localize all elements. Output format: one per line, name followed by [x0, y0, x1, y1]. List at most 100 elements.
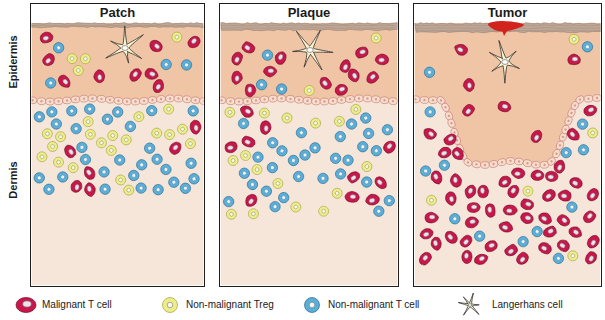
t-cell	[46, 106, 57, 117]
malignant-t-cell	[581, 209, 597, 225]
legend-label: Langerhans cell	[492, 299, 563, 311]
treg-cell	[96, 137, 107, 148]
malignant-t-cell	[498, 219, 515, 234]
treg-cell	[259, 108, 270, 119]
basal-cell	[584, 95, 593, 103]
legend-label: Non-malignant Treg	[186, 299, 274, 311]
malignant-t-cell	[364, 192, 380, 206]
basal-cell	[415, 95, 421, 103]
malignant-t-cell	[39, 31, 54, 44]
basal-cell	[71, 96, 81, 104]
stage-panel: Patch	[30, 3, 205, 287]
t-cell	[356, 140, 370, 154]
treg-cell	[248, 208, 260, 220]
malignant-t-cell	[81, 164, 97, 181]
t-cell	[254, 77, 268, 91]
t-cell	[33, 171, 46, 184]
t-cell	[419, 164, 432, 177]
malignant-t-cell	[93, 69, 106, 83]
t-cell	[317, 172, 330, 185]
basal-cell	[46, 98, 55, 105]
t-cell	[581, 40, 594, 53]
t-cell	[333, 167, 348, 182]
malignant-t-cell	[568, 54, 581, 65]
epidermis-layer	[415, 23, 601, 165]
skin-section	[221, 23, 398, 286]
treg-cell	[106, 129, 120, 143]
basal-cell	[388, 97, 397, 105]
basal-cell	[54, 98, 63, 105]
basal-cell	[472, 160, 482, 168]
t-cell	[439, 160, 450, 171]
treg-cell	[46, 140, 60, 154]
malignant-t-cell	[243, 192, 260, 209]
basal-cell	[462, 157, 473, 168]
malignant-t-cell	[485, 204, 495, 218]
treg-cell	[332, 114, 346, 128]
basal-cell	[363, 95, 372, 102]
treg-cell	[349, 103, 362, 116]
t-cell	[517, 236, 528, 247]
basal-cell	[371, 95, 380, 103]
malignant-t-cell	[461, 250, 472, 264]
basal-cell	[243, 98, 252, 105]
legend-swatch	[158, 296, 182, 314]
t-cell	[127, 169, 141, 183]
basal-cell	[182, 95, 191, 103]
t-cell	[98, 183, 111, 196]
malignant-t-cell	[467, 202, 480, 213]
basal-cell	[328, 97, 337, 105]
skin-section	[415, 21, 601, 286]
t-cell	[530, 224, 544, 238]
malignant-t-cell	[537, 210, 554, 226]
malignant-t-cell	[530, 169, 545, 182]
legend-item: Non-malignant Treg	[158, 293, 274, 317]
t-cell	[79, 153, 91, 165]
t-cell	[187, 172, 201, 186]
t-cell	[333, 129, 348, 144]
stratum-corneum	[32, 23, 204, 28]
malignant-t-cell	[354, 46, 369, 59]
t-cell	[50, 118, 62, 130]
malignant-t-cell	[462, 78, 475, 92]
t-cell	[287, 154, 301, 168]
skin-section	[32, 23, 204, 286]
t-cell	[371, 204, 386, 219]
malignant-t-cell	[189, 120, 201, 135]
basal-cell	[139, 97, 148, 105]
malignant-t-cell	[520, 198, 535, 212]
malignant-t-cell	[334, 83, 349, 97]
malignant-t-cell	[503, 243, 519, 259]
basal-cell	[114, 97, 123, 105]
malignant-t-cell	[346, 67, 361, 84]
malignant-t-cell	[520, 211, 535, 224]
basal-cell	[506, 157, 515, 164]
t-cell	[237, 166, 251, 180]
t-cell	[51, 40, 66, 55]
langerhans-icon	[452, 293, 488, 317]
malignant-t-cell	[429, 169, 444, 186]
t-cell	[360, 175, 374, 189]
t-cell	[276, 145, 288, 157]
treg-cell	[240, 150, 250, 160]
treg-cell	[151, 127, 163, 139]
langerhans-cell	[106, 26, 144, 63]
t-cell	[184, 156, 199, 171]
malignant-t-cell	[477, 185, 489, 198]
t-cell	[359, 111, 373, 125]
malignant-t-cell	[437, 146, 453, 160]
basal-cell	[148, 96, 158, 104]
malignant-t-cell	[484, 239, 499, 252]
treg-cell	[226, 154, 240, 168]
t-cell	[152, 154, 163, 165]
treg-cell	[81, 115, 95, 129]
treg-cell	[223, 105, 237, 119]
langerhans-cell	[489, 40, 519, 83]
t-cell	[472, 229, 486, 243]
t-cell	[114, 154, 126, 166]
malignant-t-cell	[62, 143, 77, 159]
t-cell	[32, 110, 46, 124]
malignant-t-cell	[505, 183, 521, 200]
t-cell	[123, 119, 137, 133]
t-cell	[135, 182, 146, 193]
